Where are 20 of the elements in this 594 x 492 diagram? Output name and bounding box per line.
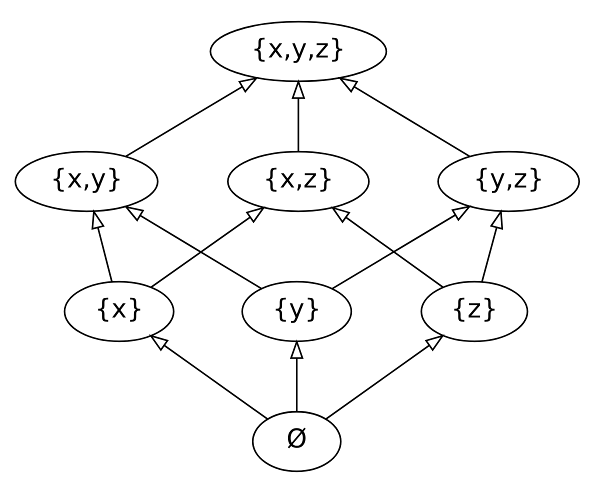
node-ellipse: {x,z}	[227, 150, 370, 212]
arrow	[124, 205, 262, 289]
arrow	[150, 206, 266, 288]
arrow	[481, 208, 504, 282]
node-ellipse: Ø	[252, 410, 342, 472]
arrow	[338, 76, 470, 157]
arrow	[290, 338, 304, 411]
node-ellipse: {x,y,z}	[210, 20, 388, 82]
arrow	[148, 334, 268, 420]
node-ellipse: {z}	[420, 280, 528, 342]
arrow	[330, 206, 444, 288]
arrow	[332, 204, 472, 289]
node-ellipse: {y}	[241, 280, 352, 342]
arrow	[91, 208, 113, 282]
arrow	[326, 334, 445, 420]
arrow	[292, 78, 306, 151]
node-ellipse: {x,y}	[14, 150, 159, 212]
node-ellipse: {y,z}	[437, 150, 580, 212]
arrow	[125, 76, 258, 157]
node-ellipse: {x}	[64, 280, 174, 342]
